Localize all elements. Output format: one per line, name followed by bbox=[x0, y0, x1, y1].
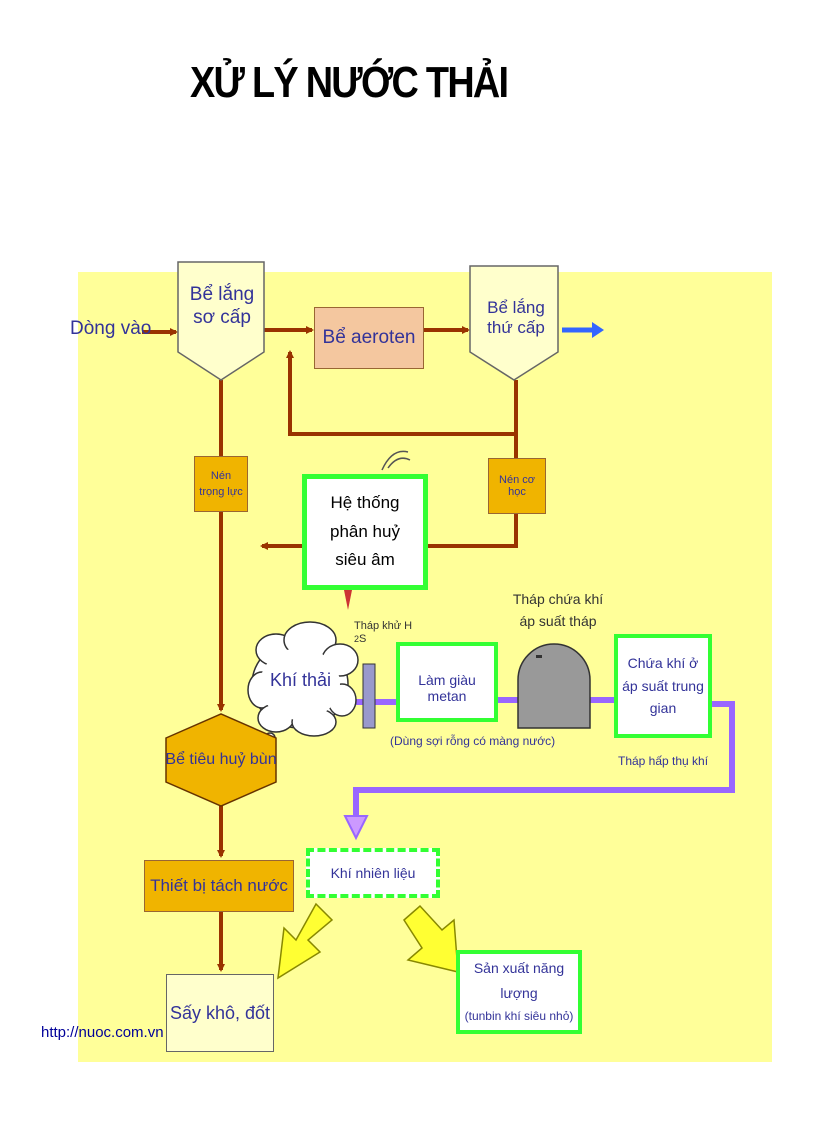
fuel-gas-label: Khí nhiên liệu bbox=[330, 865, 416, 881]
mid-pressure-storage-box: Chứa khí ở áp suất trung gian bbox=[614, 634, 712, 738]
footer-url: http://nuoc.com.vn bbox=[41, 1024, 164, 1041]
ultrasonic-system-box: Hệ thống phân huỷ siêu âm bbox=[302, 474, 428, 590]
methane-enrichment-box: Làm giàu metan bbox=[396, 642, 498, 722]
probe-tip-icon bbox=[344, 590, 352, 610]
outflow-arrow-head bbox=[592, 322, 604, 338]
energy-production-box: Sản xuất năng lượng (tunbin khí siêu nhỏ… bbox=[456, 950, 582, 1034]
drying-label: Sấy khô, đốt bbox=[169, 1002, 271, 1023]
gravity-thickener-box: Nén trọng lực bbox=[194, 456, 248, 512]
ultrasonic-system-label: Hệ thống phân huỷ siêu âm bbox=[330, 492, 400, 570]
membrane-note: (Dùng sợi rỗng có màng nước) bbox=[390, 734, 556, 748]
yellow-arrow-right bbox=[403, 904, 459, 973]
return-sludge-line bbox=[286, 350, 518, 436]
pressure-tower-label: Tháp chứa khí áp suất tháp bbox=[512, 591, 604, 630]
gravity-thickener-label: Nén trọng lực bbox=[199, 469, 243, 499]
mechanical-thickener-box: Nén cơ học bbox=[488, 458, 546, 514]
dewatering-box: Thiết bị tách nước bbox=[144, 860, 294, 912]
sludge-digester-shape bbox=[165, 713, 277, 807]
cloud-fill bbox=[260, 648, 340, 720]
energy-production-label: Sản xuất năng lượng bbox=[473, 960, 565, 1002]
aeration-tank-box: Bể aeroten bbox=[314, 307, 424, 369]
sludge-digester-label: Bể tiêu huỷ bùn bbox=[165, 751, 277, 768]
dome-tank-valve bbox=[536, 655, 542, 658]
dome-tank-icon bbox=[517, 643, 591, 729]
methane-enrichment-label: Làm giàu metan bbox=[418, 672, 476, 704]
aeration-tank-label: Bể aeroten bbox=[322, 327, 416, 348]
fuel-gas-box: Khí nhiên liệu bbox=[306, 848, 440, 898]
primary-clarifier-label: Bể lắng sơ cấp bbox=[189, 284, 255, 328]
primary-clarifier-shape bbox=[177, 261, 265, 381]
micro-turbine-label: (tunbin khí siêu nhỏ) bbox=[464, 1009, 574, 1024]
inflow-label: Dòng vào bbox=[70, 318, 152, 339]
ultrasonic-probe-icon bbox=[381, 450, 411, 471]
page-title: XỬ LÝ NƯỚC THẢI bbox=[190, 58, 509, 107]
secondary-clarifier-label: Bể lắng thứ cấp bbox=[487, 298, 545, 338]
dewatering-label: Thiết bị tách nước bbox=[150, 876, 288, 895]
absorption-tower-label: Tháp hấp thụ khí bbox=[618, 754, 709, 768]
mid-pressure-storage-label: Chứa khí ở áp suất trung gian bbox=[622, 655, 704, 717]
waste-gas-label: Khí thải bbox=[270, 670, 332, 690]
gas-arrow-head bbox=[343, 815, 369, 841]
secondary-clarifier-shape bbox=[469, 265, 559, 381]
mechanical-thickener-label: Nén cơ học bbox=[499, 474, 535, 498]
drying-box: Sấy khô, đốt bbox=[166, 974, 274, 1052]
yellow-arrow-left bbox=[277, 902, 334, 980]
h2s-tower-shape bbox=[362, 663, 376, 729]
